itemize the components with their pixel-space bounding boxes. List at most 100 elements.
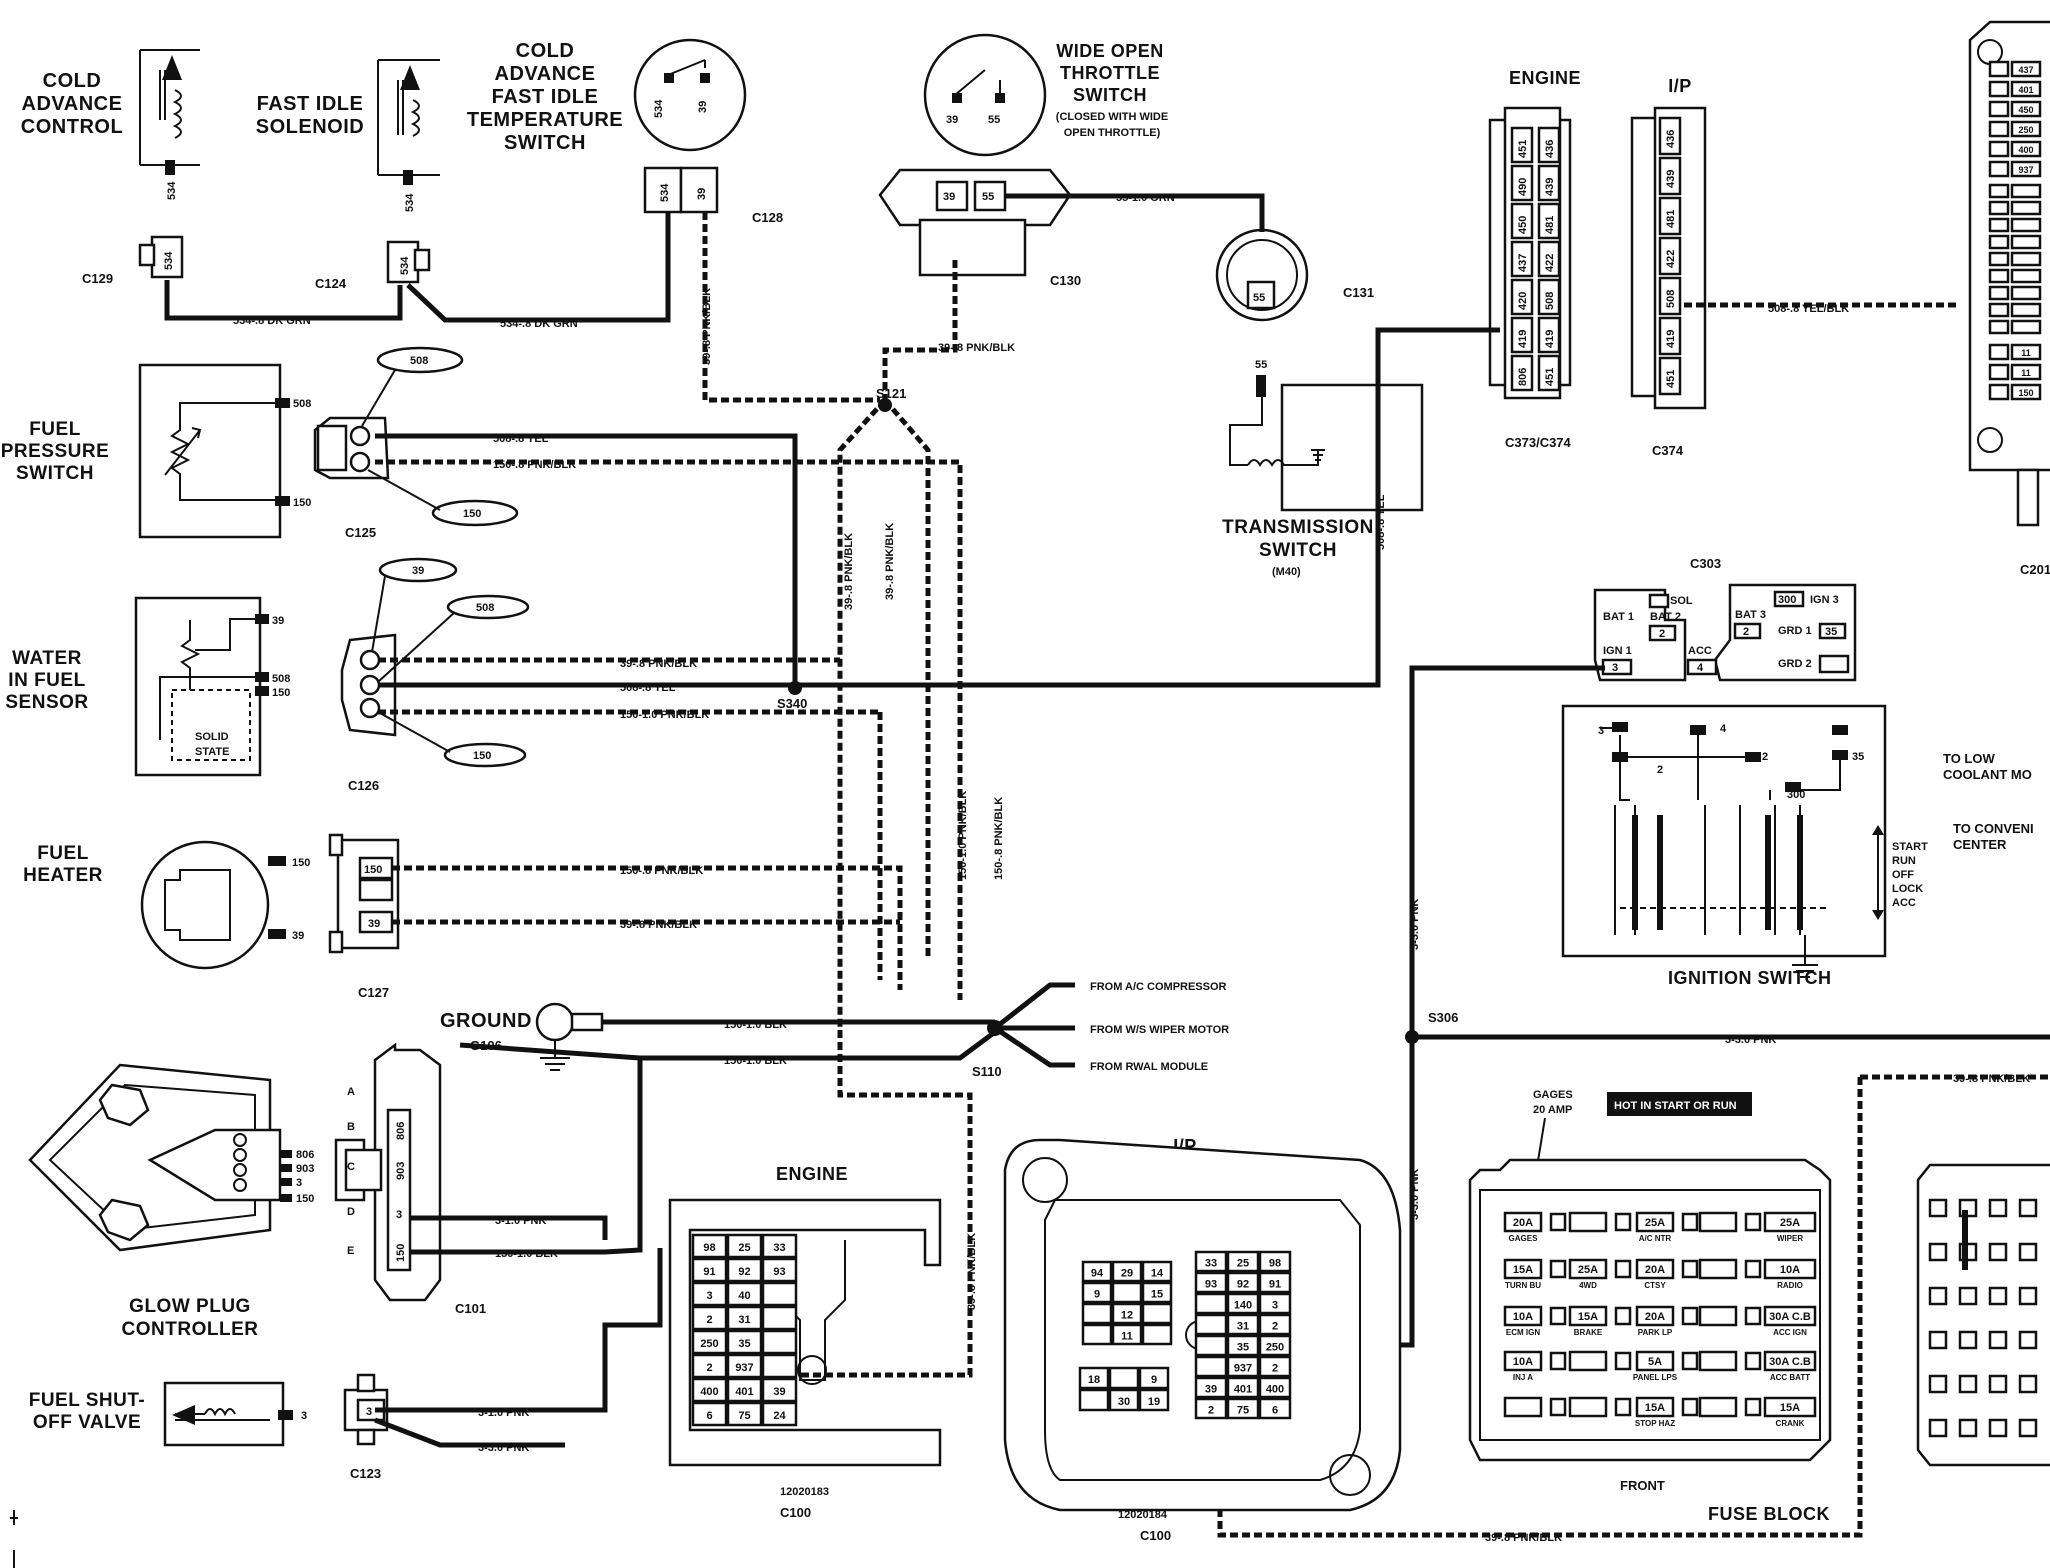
svg-text:150: 150 xyxy=(272,687,290,699)
cavity xyxy=(1988,1242,2008,1262)
svg-text:12020183: 12020183 xyxy=(780,1486,829,1498)
fuel-pressure-switch: FUEL PRESSURE SWITCH 508 150 xyxy=(1,363,311,539)
svg-text:534: 534 xyxy=(166,181,178,200)
engine-cavity-cell xyxy=(761,1353,798,1379)
svg-text:WIDE OPEN: WIDE OPEN xyxy=(1056,41,1164,61)
splice-labels: S121 S340 S110 S306 xyxy=(777,386,1458,1079)
ip-pin-label: 436 xyxy=(1665,130,1677,148)
svg-text:START: START xyxy=(1892,841,1928,853)
svg-text:3: 3 xyxy=(296,1177,302,1189)
svg-text:C124: C124 xyxy=(315,276,347,291)
svg-text:3-3.0 PNK: 3-3.0 PNK xyxy=(478,1442,529,1454)
ip-pin-label: 481 xyxy=(1665,210,1677,228)
fuse xyxy=(1568,1211,1608,1233)
eng-pin xyxy=(1510,126,1534,164)
svg-text:C130: C130 xyxy=(1050,273,1081,288)
fuse xyxy=(1568,1305,1608,1327)
engine-cavity-cell xyxy=(691,1329,728,1355)
engine-cavity-cell-label: 250 xyxy=(700,1338,718,1350)
fuse-name: STOP HAZ xyxy=(1635,1419,1675,1428)
svg-text:SOLENOID: SOLENOID xyxy=(256,116,364,138)
ip-cavity-cell xyxy=(1111,1302,1143,1325)
ip-cavity-cell xyxy=(1081,1281,1113,1304)
svg-text:806: 806 xyxy=(395,1122,407,1140)
c201-pin xyxy=(2010,363,2042,381)
svg-text:S121: S121 xyxy=(876,386,906,401)
svg-text:SWITCH: SWITCH xyxy=(1073,85,1147,105)
cavity xyxy=(1928,1198,1948,1218)
engine-cavity-cell-label: 2 xyxy=(706,1314,712,1326)
svg-text:GAGES: GAGES xyxy=(1533,1089,1573,1101)
fast-idle-solenoid: FAST IDLE SOLENOID 534 xyxy=(256,59,440,212)
ip-cavity-cell xyxy=(1258,1250,1292,1273)
svg-text:FRONT: FRONT xyxy=(1620,1478,1665,1493)
c201-slot xyxy=(1988,160,2010,178)
engine-cavity-cell xyxy=(726,1353,763,1379)
fuse xyxy=(1763,1211,1817,1233)
right-partial-block xyxy=(1916,1163,2050,1467)
fuse-rating: 25A xyxy=(1578,1264,1598,1276)
glow-plug-controller: 806 903 3 150 GLOW PLUG CONTROLLER xyxy=(28,1063,314,1340)
svg-text:THROTTLE: THROTTLE xyxy=(1060,63,1160,83)
fuse xyxy=(1763,1350,1817,1372)
ip-cavity-cell xyxy=(1108,1366,1140,1390)
svg-text:C: C xyxy=(347,1161,355,1173)
c201-slot xyxy=(1988,200,2010,216)
svg-text:S340: S340 xyxy=(777,696,807,711)
svg-text:3-3.0 PNK: 3-3.0 PNK xyxy=(1409,899,1421,950)
ip-cavity-cell xyxy=(1258,1355,1292,1378)
svg-text:ADVANCE: ADVANCE xyxy=(22,93,123,115)
splice-s110 xyxy=(987,1020,1003,1036)
engine-cavity-cell-label: 39 xyxy=(773,1386,785,1398)
svg-text:55: 55 xyxy=(982,191,994,203)
eng-pin-label: 439 xyxy=(1544,178,1556,196)
c201-pin xyxy=(2010,234,2042,250)
ip-pin xyxy=(1658,116,1682,156)
ip-cavity-cell-label: 6 xyxy=(1272,1405,1278,1417)
c201-slot xyxy=(1988,363,2010,381)
ip-cavity-cell-label: 140 xyxy=(1234,1300,1252,1312)
ip-pin-label: 422 xyxy=(1665,250,1677,268)
svg-text:LOCK: LOCK xyxy=(1892,883,1923,895)
ignition-switch: 3 4 2 35 2 300 START RUN OFF LOCK ACC IG… xyxy=(1561,704,1928,988)
ip-cavity-cell xyxy=(1194,1271,1228,1294)
svg-text:C125: C125 xyxy=(345,525,376,540)
ip-cavity-cell xyxy=(1226,1271,1260,1294)
svg-text:TO CONVENI: TO CONVENI xyxy=(1953,821,2034,836)
svg-text:20 AMP: 20 AMP xyxy=(1533,1104,1572,1116)
fuse-slot xyxy=(1744,1212,1762,1232)
ip-cavity-cell xyxy=(1081,1260,1113,1283)
fuse-name: WIPER xyxy=(1777,1234,1803,1243)
c201-slot xyxy=(1988,140,2010,158)
eng-pin-label: 508 xyxy=(1544,292,1556,310)
cavity xyxy=(1958,1330,1978,1350)
svg-text:39-.8 PNK/BLK: 39-.8 PNK/BLK xyxy=(1953,1073,2030,1085)
splice-s306 xyxy=(1405,1030,1419,1044)
ip-cavity-cell xyxy=(1111,1281,1143,1304)
svg-text:C129: C129 xyxy=(82,271,113,286)
fuel-shutoff-valve: FUEL SHUT- OFF VALVE 3 xyxy=(29,1381,307,1447)
c201-pin xyxy=(2010,251,2042,267)
fuse-name: PARK LP xyxy=(1638,1328,1673,1337)
svg-text:PRESSURE: PRESSURE xyxy=(1,441,110,462)
svg-text:HEATER: HEATER xyxy=(23,865,103,886)
engine-cavity-cell xyxy=(761,1305,798,1331)
svg-text:FUSE BLOCK: FUSE BLOCK xyxy=(1708,1504,1830,1524)
engine-cavity-cell xyxy=(761,1257,798,1283)
ip-cavity-cell xyxy=(1258,1313,1292,1336)
c201-pin xyxy=(2010,200,2042,216)
fuse xyxy=(1635,1305,1675,1327)
fuse-rating: 30A C.B xyxy=(1769,1356,1811,1368)
ip-cavity-cell-label: 91 xyxy=(1269,1279,1281,1291)
eng-pin xyxy=(1510,354,1534,392)
connector-c101: 806 903 3 150 A B C D E C101 xyxy=(334,1042,486,1316)
cavity xyxy=(1988,1330,2008,1350)
c201-slot xyxy=(1988,302,2010,318)
ip-cavity-cell xyxy=(1258,1271,1292,1294)
svg-text:S306: S306 xyxy=(1428,1010,1458,1025)
svg-text:39: 39 xyxy=(696,188,708,200)
svg-text:GRD 2: GRD 2 xyxy=(1778,658,1812,670)
svg-text:TRANSMISSION: TRANSMISSION xyxy=(1222,517,1374,538)
c201-slot xyxy=(1988,183,2010,199)
